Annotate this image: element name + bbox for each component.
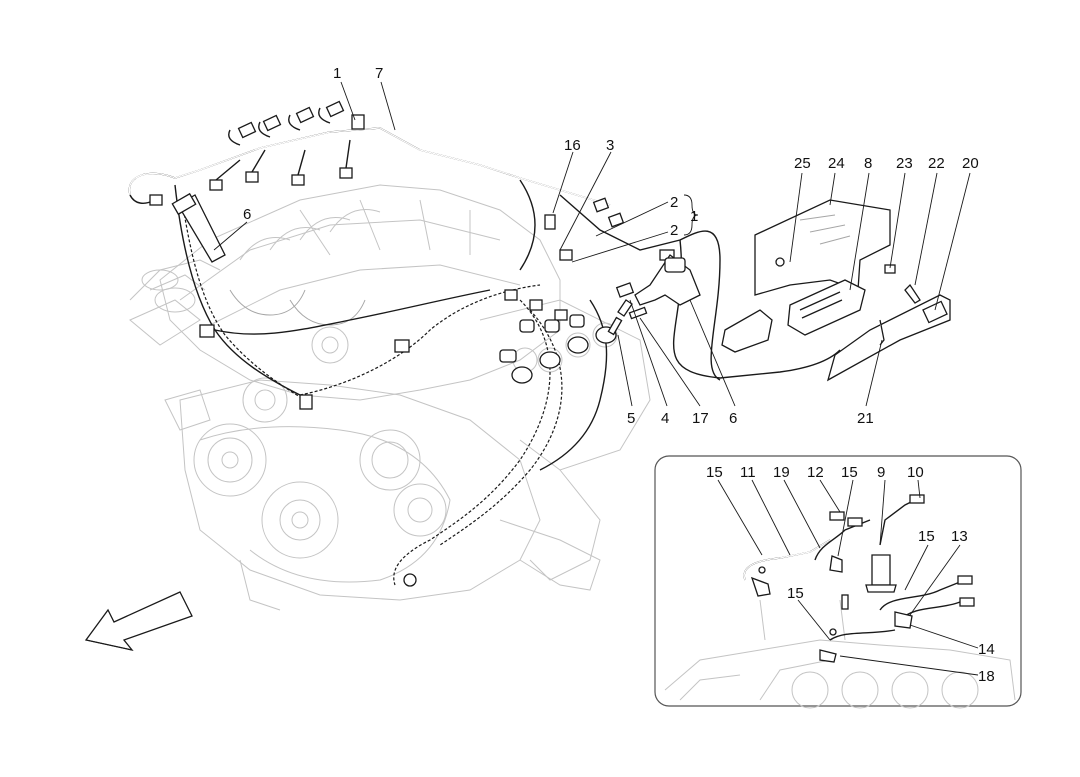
callout-8: 8 xyxy=(864,155,872,172)
inset-callout-18: 18 xyxy=(978,668,995,685)
callout-20: 20 xyxy=(962,155,979,172)
seal-rings xyxy=(511,326,617,384)
callout-21: 21 xyxy=(857,410,874,427)
inset-callout-11: 11 xyxy=(740,464,756,481)
callout-4: 4 xyxy=(661,410,669,427)
engine-outline xyxy=(129,184,651,611)
sensor-connectors xyxy=(199,197,675,410)
inset-callout-15-b: 15 xyxy=(841,464,858,481)
injector-connectors xyxy=(149,100,365,206)
inset-callout-9: 9 xyxy=(877,464,885,481)
knock-sensor-small xyxy=(615,282,648,320)
inset-callout-14: 14 xyxy=(978,641,995,658)
spark-plug xyxy=(607,299,633,336)
callout-25: 25 xyxy=(794,155,811,172)
inset-callout-10: 10 xyxy=(907,464,924,481)
callout-16: 16 xyxy=(564,137,581,154)
callout-6-right: 6 xyxy=(729,410,737,427)
inset-callout-15-a: 15 xyxy=(706,464,723,481)
direction-arrow-icon xyxy=(84,591,193,652)
callout-6-left: 6 xyxy=(243,206,251,223)
callout-labels: 1 7 6 16 3 2 2 1 25 24 8 23 22 20 5 4 17… xyxy=(243,65,979,427)
callout-24: 24 xyxy=(828,155,845,172)
ecu-assembly xyxy=(721,199,951,382)
ignition-coil-left xyxy=(171,192,226,263)
callout-23: 23 xyxy=(896,155,913,172)
inset-callout-13: 13 xyxy=(951,528,968,545)
inset-callout-15-d: 15 xyxy=(787,585,804,602)
ignition-coil-right xyxy=(634,254,701,306)
inset-callout-19: 19 xyxy=(773,464,790,481)
callout-2-upper: 2 xyxy=(670,194,678,211)
knock-sensor-inset: 15 11 19 12 15 9 10 15 13 15 14 18 xyxy=(654,455,1022,709)
inset-callout-15-c: 15 xyxy=(918,528,935,545)
callout-5: 5 xyxy=(627,410,635,427)
callout-1-top: 1 xyxy=(333,65,341,82)
callout-17: 17 xyxy=(692,410,709,427)
callout-1-brace: 1 xyxy=(690,208,698,225)
leader-lines xyxy=(213,81,971,407)
main-wiring-harness xyxy=(128,100,841,587)
callout-3: 3 xyxy=(606,137,614,154)
inset-callout-12: 12 xyxy=(807,464,824,481)
callout-7: 7 xyxy=(375,65,383,82)
callout-22: 22 xyxy=(928,155,945,172)
callout-2-lower: 2 xyxy=(670,222,678,239)
